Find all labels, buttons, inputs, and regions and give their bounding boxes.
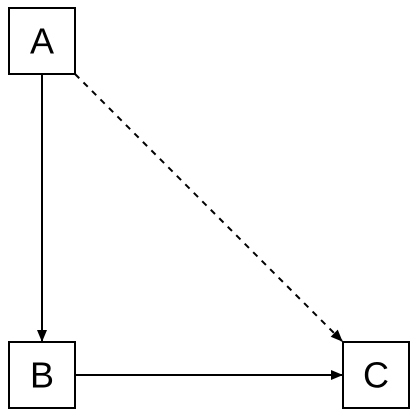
edge-a-to-c-dashed <box>74 73 343 342</box>
node-c-box <box>342 341 410 409</box>
node-a: A <box>8 7 76 75</box>
node-b: B <box>8 341 76 409</box>
node-b-box <box>8 341 76 409</box>
node-c: C <box>342 341 410 409</box>
node-a-box <box>8 7 76 75</box>
node-b-label: B <box>30 355 54 396</box>
node-a-label: A <box>30 21 54 62</box>
node-c-label: C <box>363 355 389 396</box>
